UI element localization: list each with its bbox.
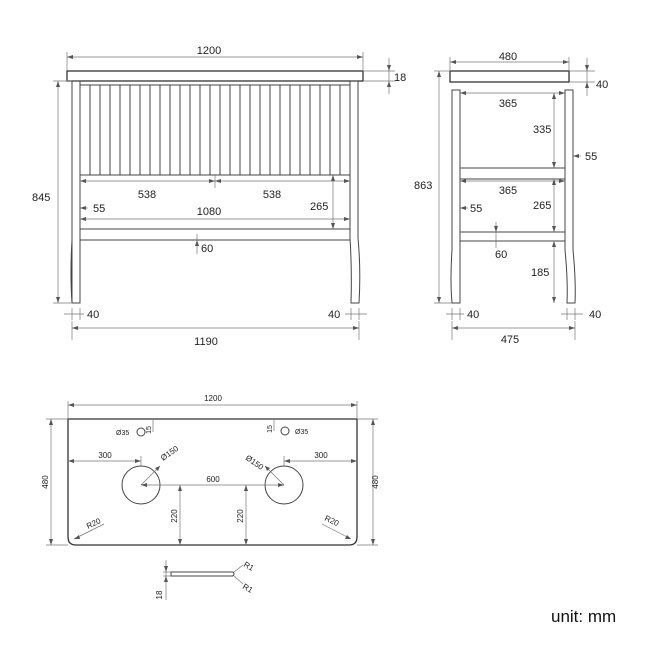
side-inner-upper-label: 365 — [499, 98, 517, 110]
side-leg-left — [450, 89, 461, 304]
side-inner-lower-label: 365 — [499, 185, 517, 197]
plan-tap-hole-left-offset-label: 15 — [146, 426, 153, 434]
tap-hole-right — [280, 426, 290, 436]
side-drop-label: 335 — [533, 124, 551, 136]
plan-tap-hole-right-label: Ø35 — [295, 429, 308, 436]
front-right-span-label: 538 — [263, 189, 281, 201]
plan-corner-left-label: R20 — [85, 516, 103, 531]
plan-tap-hole-right-offset-label: 15 — [267, 425, 274, 433]
front-flutes — [89, 85, 341, 175]
edge-profile: 18 R1 R1 — [155, 560, 256, 600]
front-height-label: 845 — [32, 192, 50, 204]
side-left-offset-label: 55 — [470, 203, 482, 215]
edge-thickness-label: 18 — [155, 590, 164, 599]
side-base-depth-label: 475 — [501, 334, 519, 346]
edge-profile-shape — [170, 571, 235, 577]
side-leg-right — [564, 89, 576, 304]
side-countertop — [449, 70, 570, 83]
front-panel-height-label: 265 — [310, 201, 328, 213]
side-leg-height-label: 185 — [531, 267, 549, 279]
front-leg-right-label: 40 — [328, 309, 340, 321]
front-top-width-label: 1200 — [197, 45, 221, 57]
side-rail-label: 60 — [495, 249, 507, 261]
plan-basin-right-label: Ø150 — [244, 453, 266, 472]
side-top-thickness-label: 40 — [596, 79, 608, 91]
side-right-offset-label: 55 — [585, 151, 597, 163]
front-inner-width-label: 1080 — [197, 206, 221, 218]
front-top-thickness-label: 18 — [394, 72, 406, 84]
plan-width-label: 1200 — [204, 394, 222, 403]
front-leg-right — [349, 80, 361, 304]
plan-centers-label: 600 — [206, 475, 220, 484]
plan-depth-left-label: 480 — [41, 475, 50, 489]
unit-label: unit: mm — [551, 607, 617, 626]
front-side-offset-label: 55 — [93, 203, 105, 215]
plan-tap-hole-left-label: Ø35 — [116, 430, 129, 437]
plan-depth-center-right-label: 220 — [236, 509, 245, 523]
front-base-width-label: 1190 — [194, 336, 218, 348]
edge-radius-top-label: R1 — [242, 560, 256, 573]
plan-basin-left-label: Ø150 — [159, 444, 181, 463]
front-leg-left — [71, 80, 81, 304]
side-top-depth-label: 480 — [499, 51, 517, 63]
side-view: 480 40 863 365 335 55 365 — [414, 51, 608, 346]
side-height-label: 863 — [414, 180, 432, 192]
front-leg-left-taper — [70, 239, 73, 304]
plan-countertop-outline — [67, 418, 358, 546]
side-leg-right-label: 40 — [589, 309, 601, 321]
front-countertop — [66, 70, 364, 82]
front-rail-label: 60 — [201, 243, 213, 255]
side-leg-left-label: 40 — [467, 309, 479, 321]
front-left-span-label: 538 — [138, 189, 156, 201]
plan-offset-left-label: 300 — [98, 451, 112, 460]
plan-offset-right-label: 300 — [314, 451, 328, 460]
plan-depth-center-left-label: 220 — [170, 509, 179, 523]
tap-hole-left — [136, 427, 146, 437]
plan-depth-right-label: 480 — [371, 475, 380, 489]
plan-view: 1200 480 480 Ø35 15 Ø35 15 Ø150 Ø150 — [41, 394, 380, 546]
front-leg-left-label: 40 — [87, 309, 99, 321]
side-panel-height-label: 265 — [533, 200, 551, 212]
front-view: 1200 18 845 538 538 1080 55 — [32, 45, 406, 348]
